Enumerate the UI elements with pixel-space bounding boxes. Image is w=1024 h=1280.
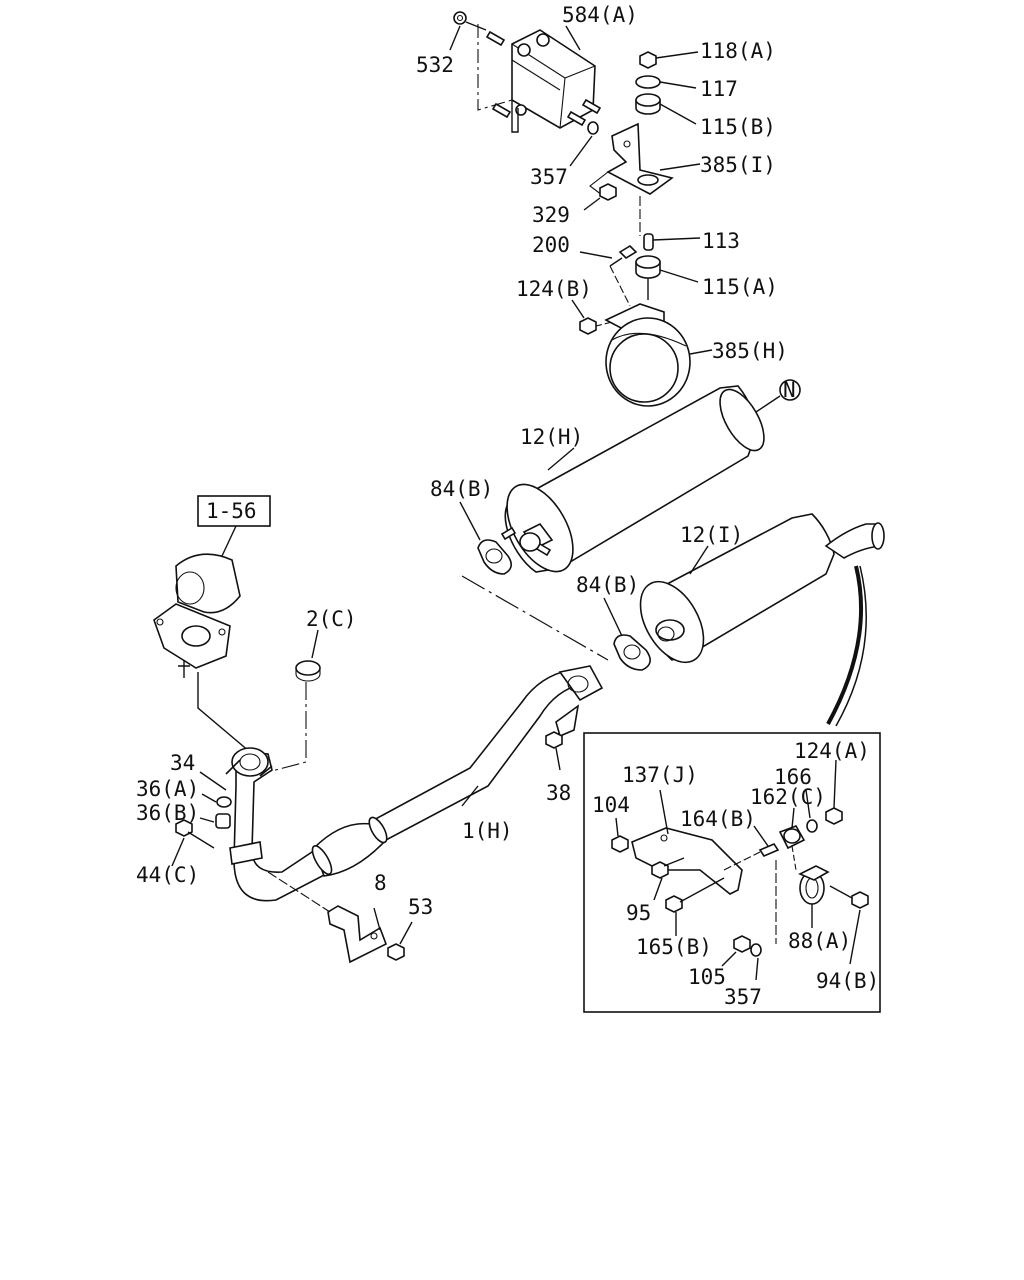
hanger-bracket-584a bbox=[485, 29, 602, 133]
label-84b-lower: 84(B) bbox=[576, 573, 639, 597]
front-exhaust-pipe-1h bbox=[225, 665, 604, 902]
pin-164b bbox=[758, 843, 780, 857]
label-1h: 1(H) bbox=[462, 819, 513, 843]
label-584a: 584(A) bbox=[562, 3, 638, 27]
label-200: 200 bbox=[532, 233, 570, 257]
label-1-56: 1-56 bbox=[206, 499, 257, 523]
label-385i: 385(I) bbox=[700, 153, 776, 177]
gasket-84b-lower bbox=[613, 634, 651, 671]
nut-105 bbox=[733, 935, 751, 953]
callout-n-circle: N bbox=[779, 378, 801, 402]
label-104: 104 bbox=[592, 793, 630, 817]
detail-inset-box bbox=[583, 732, 881, 1013]
label-88a: 88(A) bbox=[788, 929, 851, 953]
label-329: 329 bbox=[532, 203, 570, 227]
label-357-top: 357 bbox=[530, 165, 568, 189]
bracket-8 bbox=[327, 905, 388, 964]
nut-532 bbox=[453, 11, 467, 25]
nut-118a bbox=[639, 51, 657, 69]
label-94b: 94(B) bbox=[816, 969, 879, 993]
label-N: N bbox=[783, 378, 796, 402]
bolt-165b bbox=[665, 877, 725, 913]
bracket-137j bbox=[631, 827, 743, 895]
washer-117 bbox=[635, 75, 661, 89]
label-162c: 162(C) bbox=[750, 785, 826, 809]
seal-ring-2c bbox=[295, 660, 321, 682]
washer-357-bottom bbox=[750, 943, 762, 957]
nut-104 bbox=[611, 835, 629, 853]
bolt-95 bbox=[651, 857, 685, 879]
bolt-44c bbox=[175, 819, 215, 849]
rubber-mount-115a bbox=[635, 255, 661, 300]
ref-box-1-56: 1-56 bbox=[197, 495, 271, 527]
spacer-113 bbox=[643, 233, 654, 251]
label-105: 105 bbox=[688, 965, 726, 989]
nut-124b bbox=[579, 317, 597, 335]
label-38: 38 bbox=[546, 781, 571, 805]
bolt-200 bbox=[609, 244, 638, 267]
label-532: 532 bbox=[416, 53, 454, 77]
rubber-mount-115b bbox=[635, 93, 661, 115]
label-36b: 36(B) bbox=[136, 801, 199, 825]
washer-36a bbox=[216, 796, 232, 808]
washer-357 bbox=[587, 121, 599, 135]
label-164b: 164(B) bbox=[680, 807, 756, 831]
label-36a: 36(A) bbox=[136, 777, 199, 801]
bolt-94b bbox=[829, 885, 869, 909]
label-124b: 124(B) bbox=[516, 277, 592, 301]
label-44c: 44(C) bbox=[136, 863, 199, 887]
label-357-bottom: 357 bbox=[724, 985, 762, 1009]
label-124a: 124(A) bbox=[794, 739, 870, 763]
label-53: 53 bbox=[408, 895, 433, 919]
label-165b: 165(B) bbox=[636, 935, 712, 959]
label-8: 8 bbox=[374, 871, 387, 895]
gasket-84b-upper bbox=[477, 539, 512, 575]
label-2c: 2(C) bbox=[306, 607, 357, 631]
band-clamp-385h bbox=[604, 303, 691, 407]
nut-38 bbox=[545, 731, 563, 749]
exhaust-manifold-outlet bbox=[153, 553, 241, 678]
label-117: 117 bbox=[700, 77, 738, 101]
label-12h: 12(H) bbox=[520, 425, 583, 449]
nut-329 bbox=[599, 183, 617, 201]
nut-36b bbox=[215, 813, 231, 829]
bushing-162c bbox=[778, 825, 806, 850]
label-84b-upper: 84(B) bbox=[430, 477, 493, 501]
label-385h: 385(H) bbox=[712, 339, 788, 363]
clamp-88a bbox=[798, 865, 830, 905]
nut-53 bbox=[387, 943, 405, 961]
muffler-12i bbox=[639, 513, 885, 664]
label-118a: 118(A) bbox=[700, 39, 776, 63]
label-166: 166 bbox=[774, 765, 812, 789]
label-115b: 115(B) bbox=[700, 115, 776, 139]
label-34: 34 bbox=[170, 751, 195, 775]
label-137j: 137(J) bbox=[622, 763, 698, 787]
washer-166 bbox=[806, 819, 818, 833]
nut-124a bbox=[825, 807, 843, 825]
bracket-385i bbox=[606, 122, 674, 195]
label-95: 95 bbox=[626, 901, 651, 925]
label-113: 113 bbox=[702, 229, 740, 253]
label-12i: 12(I) bbox=[680, 523, 743, 547]
muffler-12h bbox=[500, 385, 765, 573]
label-115a: 115(A) bbox=[702, 275, 778, 299]
